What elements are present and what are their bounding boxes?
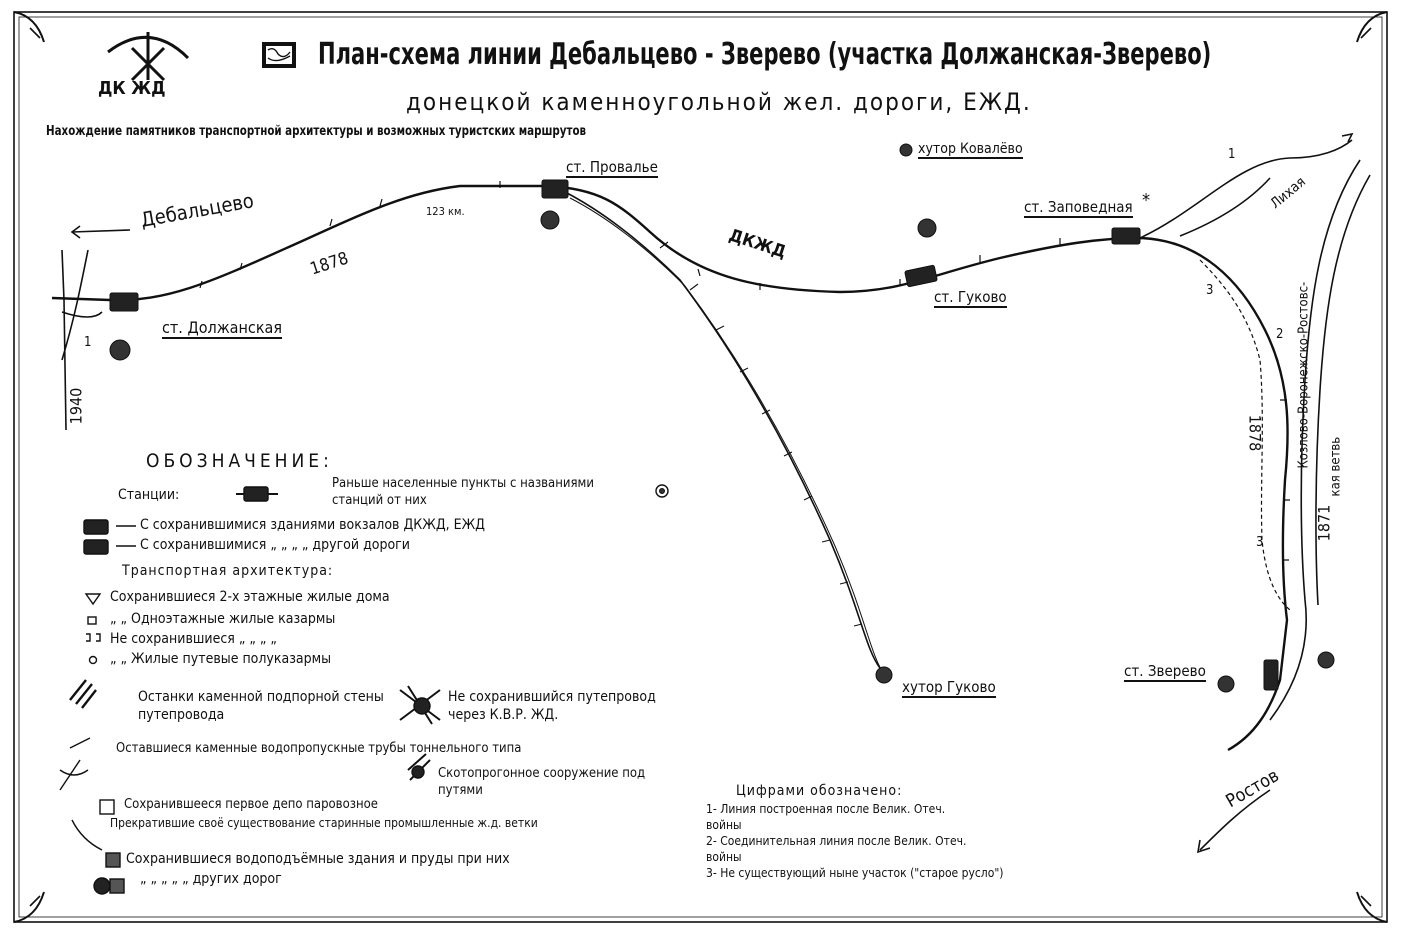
rostov-arrow-icon [1196, 789, 1271, 854]
label-dolzhanskaya: ст. Должанская [162, 318, 282, 339]
legend-station-dkzhd: С сохранившимися зданиями вокзалов ДКЖД,… [140, 517, 486, 533]
legend-symbols [59, 486, 441, 895]
header-note: Нахождение памятников транспортной архит… [46, 124, 587, 139]
title-ornament-icon [262, 42, 296, 68]
likhaya-branch [1139, 132, 1354, 239]
page-subtitle: донецкой каменноугольной жел. дороги, ЕЖ… [406, 88, 1032, 116]
label-km123: 123 км. [426, 205, 465, 218]
label-num3-b: 3 [1256, 535, 1264, 550]
label-gukovo: ст. Гуково [934, 288, 1007, 308]
legend-branches: Прекратившие своё существование старинны… [110, 816, 538, 830]
numbers-item-2: 2- Соединительная линия после Велик. Оте… [706, 834, 967, 864]
label-khutor-gukovo: хутор Гуково [902, 678, 996, 698]
railway-ties [199, 181, 1290, 561]
station-gukovo-icon [904, 264, 938, 288]
legend-water: Сохранившиеся водоподъёмные здания и пру… [126, 851, 510, 867]
line-1940 [61, 249, 103, 431]
label-khutor-kovalevo: хутор Ковалёво [918, 141, 1023, 159]
legend-water-other: „ „ „ „ „ других дорог [140, 871, 282, 887]
settlement-markers [109, 143, 1335, 693]
numbers-item-3: 3- Не существующий ныне участок ("старое… [706, 866, 1004, 880]
label-1878-b: 1878 [1245, 414, 1265, 452]
label-zapovednaya: ст. Заповедная [1024, 198, 1133, 218]
legend-station-other: С сохранившимися „ „ „ „ другой дороги [140, 537, 410, 553]
branch-khutor-gukovo [564, 191, 885, 675]
legend-former-settlements: Раньше населенные пункты с названиями ст… [332, 476, 594, 508]
legend-stations-label: Станции: [118, 487, 180, 503]
branch-ties [659, 241, 863, 627]
label-kozlovo-2: кая ветвь [1328, 436, 1344, 497]
station-dolzhanskaya-icon [109, 292, 139, 312]
legend-barracks: „ „ Одноэтажные жилые казармы [110, 611, 336, 627]
numbers-item-1: 1- Линия построенная после Велик. Отеч. … [706, 802, 946, 832]
label-num3-a: 3 [1206, 283, 1214, 298]
label-1940: 1940 [66, 387, 86, 425]
main-railway-line [51, 184, 1289, 752]
legend-cattle: Скотопрогонное сооружение под путями [438, 766, 646, 798]
legend-culverts: Оставшиеся каменные водопропускные трубы… [116, 741, 522, 756]
label-num2: 2 [1276, 327, 1284, 342]
label-kozlovo-1: Козлово-Воронежско-Ростовс- [1296, 281, 1312, 469]
station-zverevo-icon [1263, 659, 1279, 691]
legend-houses: Сохранившиеся 2-х этажные жилые дома [110, 589, 390, 605]
legend-heading: ОБОЗНАЧЕНИЕ: [146, 450, 333, 472]
legend-wall: Останки каменной подпорной стены путепро… [138, 689, 384, 724]
debaltsevo-arrow-icon [70, 225, 131, 239]
legend-not-preserved: Не сохранившиеся „ „ „ „ [110, 631, 277, 647]
decorative-frame [13, 11, 1388, 923]
label-provale: ст. Провалье [566, 158, 658, 178]
label-num1-b: 1 [1228, 147, 1236, 162]
legend-transport-heading: Транспортная архитектура: [122, 563, 334, 579]
legend-overpass: Не сохранившийся путепровод через К.В.Р.… [448, 689, 656, 724]
station-markers [109, 179, 1279, 691]
legend-half-barracks: „ „ Жилые путевые полуказармы [110, 651, 332, 667]
logo-text: ДК ЖД [98, 78, 166, 99]
kvr-branch-line [1269, 159, 1371, 721]
legend-depot: Сохранившееся первое депо паровозное [124, 797, 378, 812]
dkzhd-logo-icon [107, 32, 190, 82]
station-zapovednaya-icon [1111, 227, 1141, 245]
station-provale-icon [541, 179, 569, 199]
page-title: План-схема линии Дебальцево - Зверево (у… [318, 37, 1212, 72]
numbers-heading: Цифрами обозначено: [736, 783, 903, 799]
label-num1-a: 1 [84, 335, 92, 350]
label-zverevo: ст. Зверево [1124, 662, 1206, 682]
label-star: * [1142, 190, 1151, 211]
label-1871: 1871 [1314, 504, 1334, 542]
